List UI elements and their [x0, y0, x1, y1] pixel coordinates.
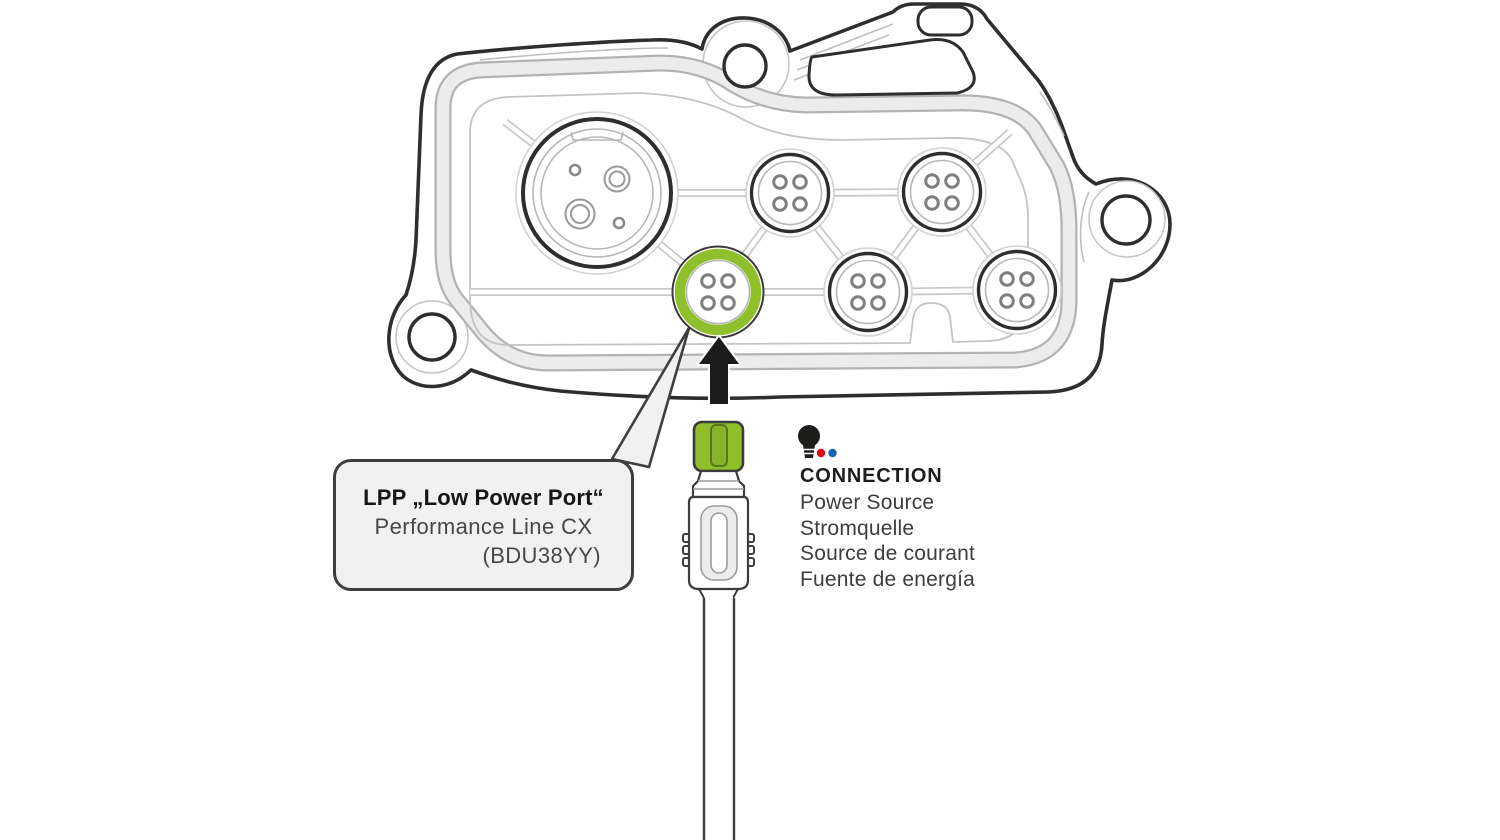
port-4pin-bottom-right	[973, 246, 1061, 334]
legend-item-de: Stromquelle	[800, 516, 915, 540]
legend-blue-dot	[828, 448, 837, 458]
light-bulb-icon	[798, 425, 837, 458]
legend-red-dot	[816, 448, 826, 458]
bottom-left-mount-hole	[407, 312, 457, 362]
connector-neck	[691, 469, 746, 499]
legend-heading: CONNECTION	[800, 465, 943, 487]
top-mount-hole	[722, 43, 768, 89]
main-port	[515, 111, 679, 275]
cable-connector	[682, 420, 755, 840]
callout-product-line: Performance Line CX	[374, 513, 593, 539]
legend-item-es: Fuente de energía	[800, 567, 976, 591]
port-4pin-top-right	[898, 148, 986, 236]
legend-item-fr: Source de courant	[800, 542, 976, 566]
callout-title: LPP „Low Power Port“	[363, 484, 604, 510]
top-slot	[807, 38, 976, 97]
callout-leader-line	[610, 326, 691, 469]
lpp-port-highlight	[671, 245, 765, 339]
up-arrow-icon	[697, 335, 741, 406]
right-mount-hole	[1100, 194, 1152, 246]
inner-boundary-line	[469, 92, 1029, 346]
port-4pin-top-left	[746, 149, 834, 237]
connector-inner-slot	[710, 512, 728, 574]
callout-model-code: (BDU38YY)	[482, 542, 601, 568]
cable	[702, 597, 736, 840]
connection-legend: CONNECTION Power Source Stromquelle Sour…	[800, 464, 1080, 592]
connector-ports	[515, 111, 1061, 339]
connector-cap-slot	[710, 424, 728, 467]
port-4pin-bottom-middle	[824, 248, 912, 336]
legend-item-en: Power Source	[800, 491, 935, 515]
callout-box: LPP „Low Power Port“ Performance Line CX…	[333, 459, 634, 591]
gasket-seal-band	[434, 54, 1078, 372]
tab-hole	[916, 5, 974, 37]
